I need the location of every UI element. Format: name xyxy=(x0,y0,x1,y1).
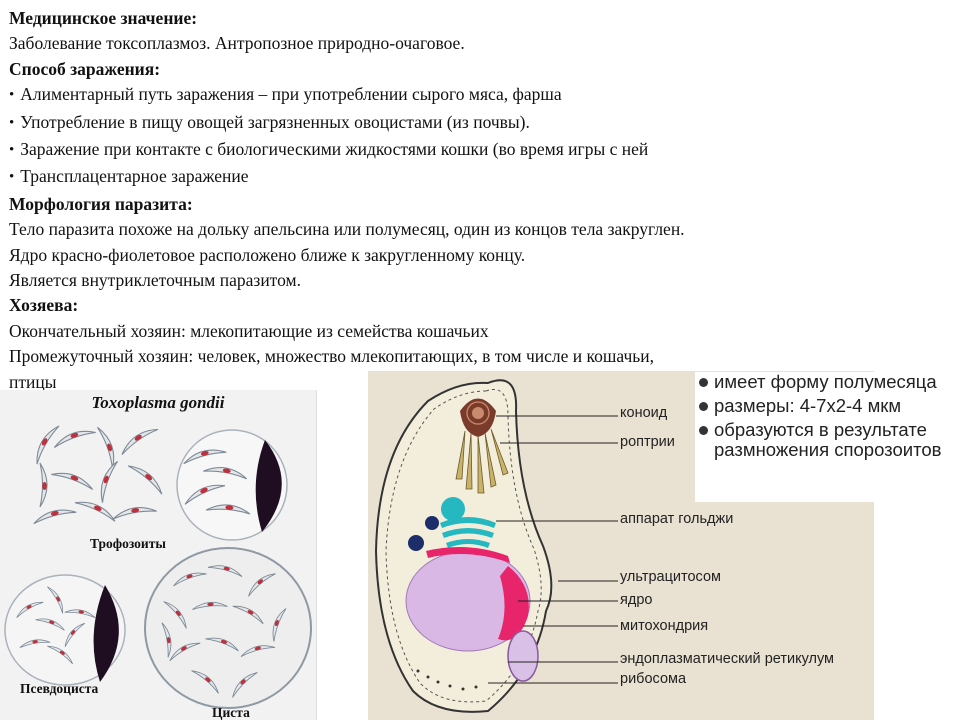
medical-heading: Медицинское значение: xyxy=(9,8,198,28)
infection-item: Заражение при контакте с биологическими … xyxy=(9,137,949,164)
description-item: размеры: 4-7х2-4 мкм xyxy=(695,396,960,416)
trophozoites xyxy=(30,421,167,525)
vesicle xyxy=(425,516,439,530)
conoid xyxy=(460,398,496,437)
caption-cyst: Циста xyxy=(212,705,250,720)
description-item: образуются в результате размножения спор… xyxy=(695,420,960,460)
pseudocyst xyxy=(4,574,126,686)
morphology-line: Ядро красно-фиолетовое расположено ближе… xyxy=(9,244,526,265)
label-lines xyxy=(488,415,618,684)
toxoplasma-structure-diagram xyxy=(374,379,618,713)
diagram-description: имеет форму полумесяца размеры: 4-7х2-4 … xyxy=(695,372,960,502)
label-conoid: коноид xyxy=(620,405,668,421)
vesicle xyxy=(408,535,424,551)
hosts-line: птицы xyxy=(9,371,57,392)
illustration-title: Toxoplasma gondii xyxy=(91,393,225,412)
golgi xyxy=(440,497,496,548)
rhoptries xyxy=(455,428,509,494)
caption-pseudocyst: Псевдоциста xyxy=(20,681,99,696)
label-nucleus: ядро xyxy=(620,592,653,608)
infection-item: Алиментарный путь заражения – при употре… xyxy=(9,82,949,109)
mitochondria xyxy=(498,566,539,682)
label-mitochondria: митохондрия xyxy=(620,618,709,634)
label-golgi: аппарат гольджи xyxy=(620,511,734,527)
morphology-line: Является внутриклеточным паразитом. xyxy=(9,270,301,291)
label-er: эндоплазматический ретикулум xyxy=(620,651,835,667)
infection-item: Трансплацентарное заражение xyxy=(9,164,949,191)
cyst xyxy=(144,547,312,709)
text-block: Медицинское значение: Заболевание токсоп… xyxy=(9,6,949,395)
er-band xyxy=(426,547,510,563)
illustration-svg xyxy=(4,421,312,709)
ribosomes xyxy=(416,669,478,691)
label-ultracytosome: ультрацитосом xyxy=(620,569,721,585)
infection-item: Употребление в пищу овощей загрязненных … xyxy=(9,110,949,137)
toxoplasma-illustration: Toxoplasma gondii xyxy=(0,390,317,720)
morphology-line: Тело паразита похоже на дольку апельсина… xyxy=(9,219,685,240)
morphology-heading: Морфология паразита: xyxy=(9,193,193,214)
hosts-heading: Хозяева: xyxy=(9,295,79,316)
infection-heading: Способ заражения: xyxy=(9,58,161,79)
label-rhoptries: роптрии xyxy=(620,434,675,450)
medical-text: Заболевание токсоплазмоз. Антропозное пр… xyxy=(9,33,465,54)
infected-cell xyxy=(176,429,288,541)
hosts-line: Промежуточный хозяин: человек, множество… xyxy=(9,346,654,367)
hosts-line: Окончательный хозяин: млекопитающие из с… xyxy=(9,320,489,341)
caption-trophozoites: Трофозоиты xyxy=(90,536,166,551)
description-item: имеет форму полумесяца xyxy=(695,372,960,392)
label-ribosome: рибосома xyxy=(620,671,687,687)
